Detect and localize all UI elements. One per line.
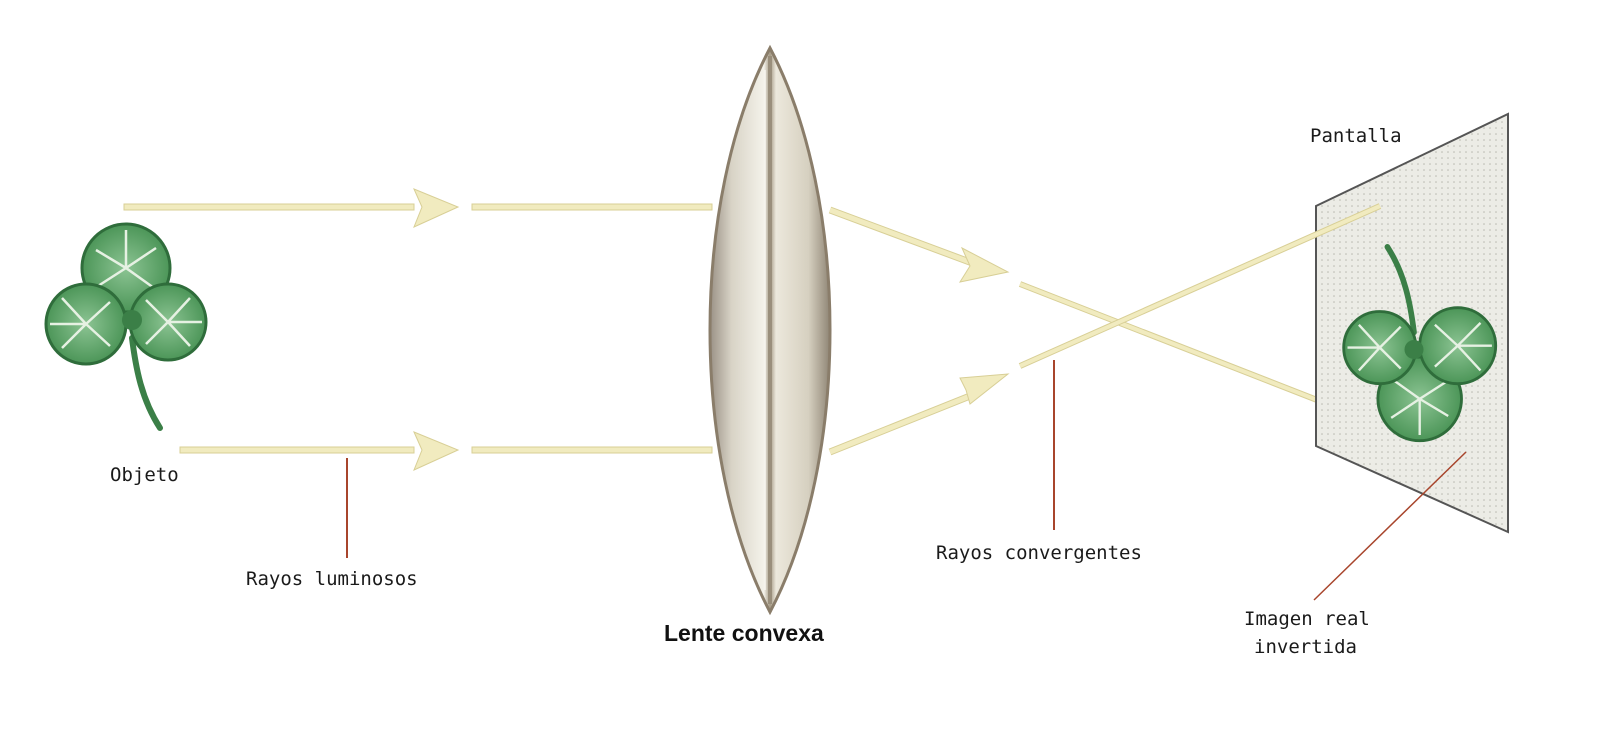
- ray-arrow-icon: [959, 373, 1010, 405]
- label-image-line2: invertida: [1254, 636, 1357, 658]
- incoming-ray-top: [123, 188, 713, 228]
- label-lens: Lente convexa: [664, 620, 824, 646]
- converging-ray-bottom: [828, 373, 1010, 456]
- label-light-rays: Rayos luminosos: [246, 568, 418, 590]
- leader-line-image: [1313, 451, 1467, 601]
- ray-arrow-icon: [958, 246, 1010, 283]
- label-converging-rays: Rayos convergentes: [936, 542, 1142, 564]
- ray-arrow-icon: [413, 431, 460, 471]
- converging-ray-bottom-continued: [1018, 203, 1382, 369]
- label-screen: Pantalla: [1310, 125, 1402, 147]
- incoming-ray-bottom: [179, 431, 713, 471]
- label-image-line1: Imagen real: [1244, 608, 1370, 630]
- ray-arrow-icon: [413, 188, 460, 228]
- converging-ray-top: [828, 206, 1442, 451]
- label-object: Objeto: [110, 464, 179, 486]
- object-clover-icon: [46, 224, 206, 428]
- convex-lens: [708, 44, 832, 616]
